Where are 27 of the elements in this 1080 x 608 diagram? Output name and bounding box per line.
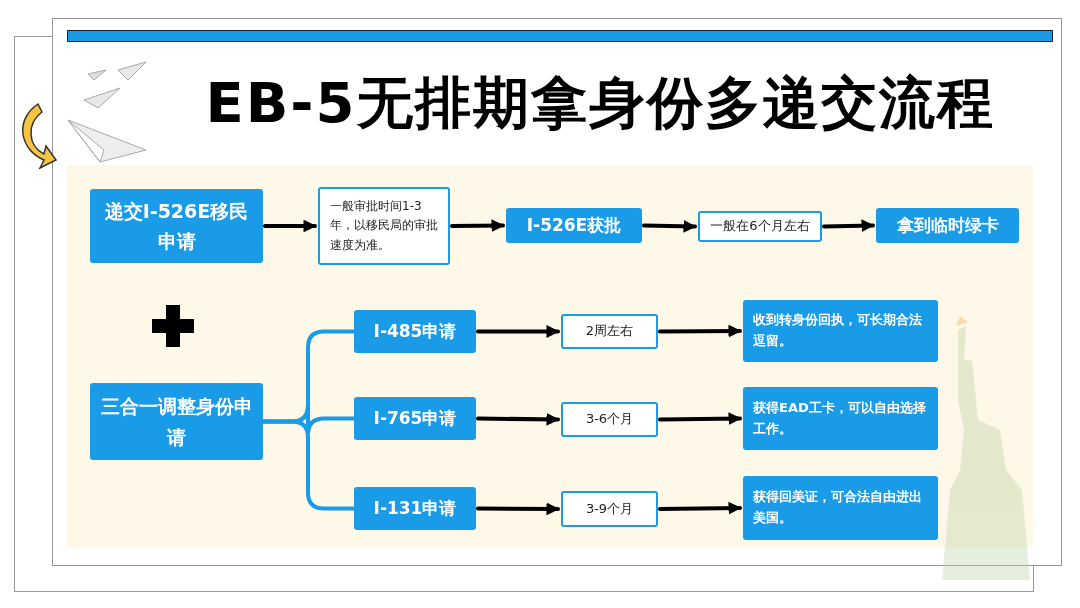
arrow	[263, 219, 317, 233]
arrow	[822, 219, 875, 233]
process-box: 获得EAD工卡，可以自由选择工作。	[743, 387, 938, 450]
process-box: I-485申请	[354, 310, 476, 353]
arrow	[658, 324, 742, 338]
arrow	[476, 502, 560, 516]
arrow	[658, 412, 742, 426]
arrow	[658, 501, 742, 515]
note-box: 2周左右	[561, 314, 658, 349]
arrow	[450, 219, 505, 232]
note-box: 3-9个月	[561, 491, 658, 527]
process-box: 收到转身份回执，可长期合法逗留。	[743, 300, 938, 362]
process-box: 获得回美证，可合法自由进出美国。	[743, 476, 938, 540]
title: EB-5无排期拿身份多递交流程	[204, 69, 996, 137]
process-box: 递交I-526E移民申请	[90, 189, 263, 263]
note-box: 一般在6个月左右	[698, 211, 822, 242]
note-box: 3-6个月	[561, 402, 658, 437]
arrow	[642, 219, 697, 233]
process-box: I-131申请	[354, 487, 476, 530]
brace-connector	[261, 419, 356, 511]
process-box: I-526E获批	[506, 208, 642, 243]
process-box: I-765申请	[354, 397, 476, 440]
arrow	[476, 412, 560, 426]
note-box: 一般审批时间1-3年，以移民局的审批速度为准。	[318, 187, 450, 265]
process-box: 拿到临时绿卡	[876, 208, 1019, 243]
process-box: 三合一调整身份申请	[90, 383, 263, 460]
arrow	[476, 325, 560, 338]
